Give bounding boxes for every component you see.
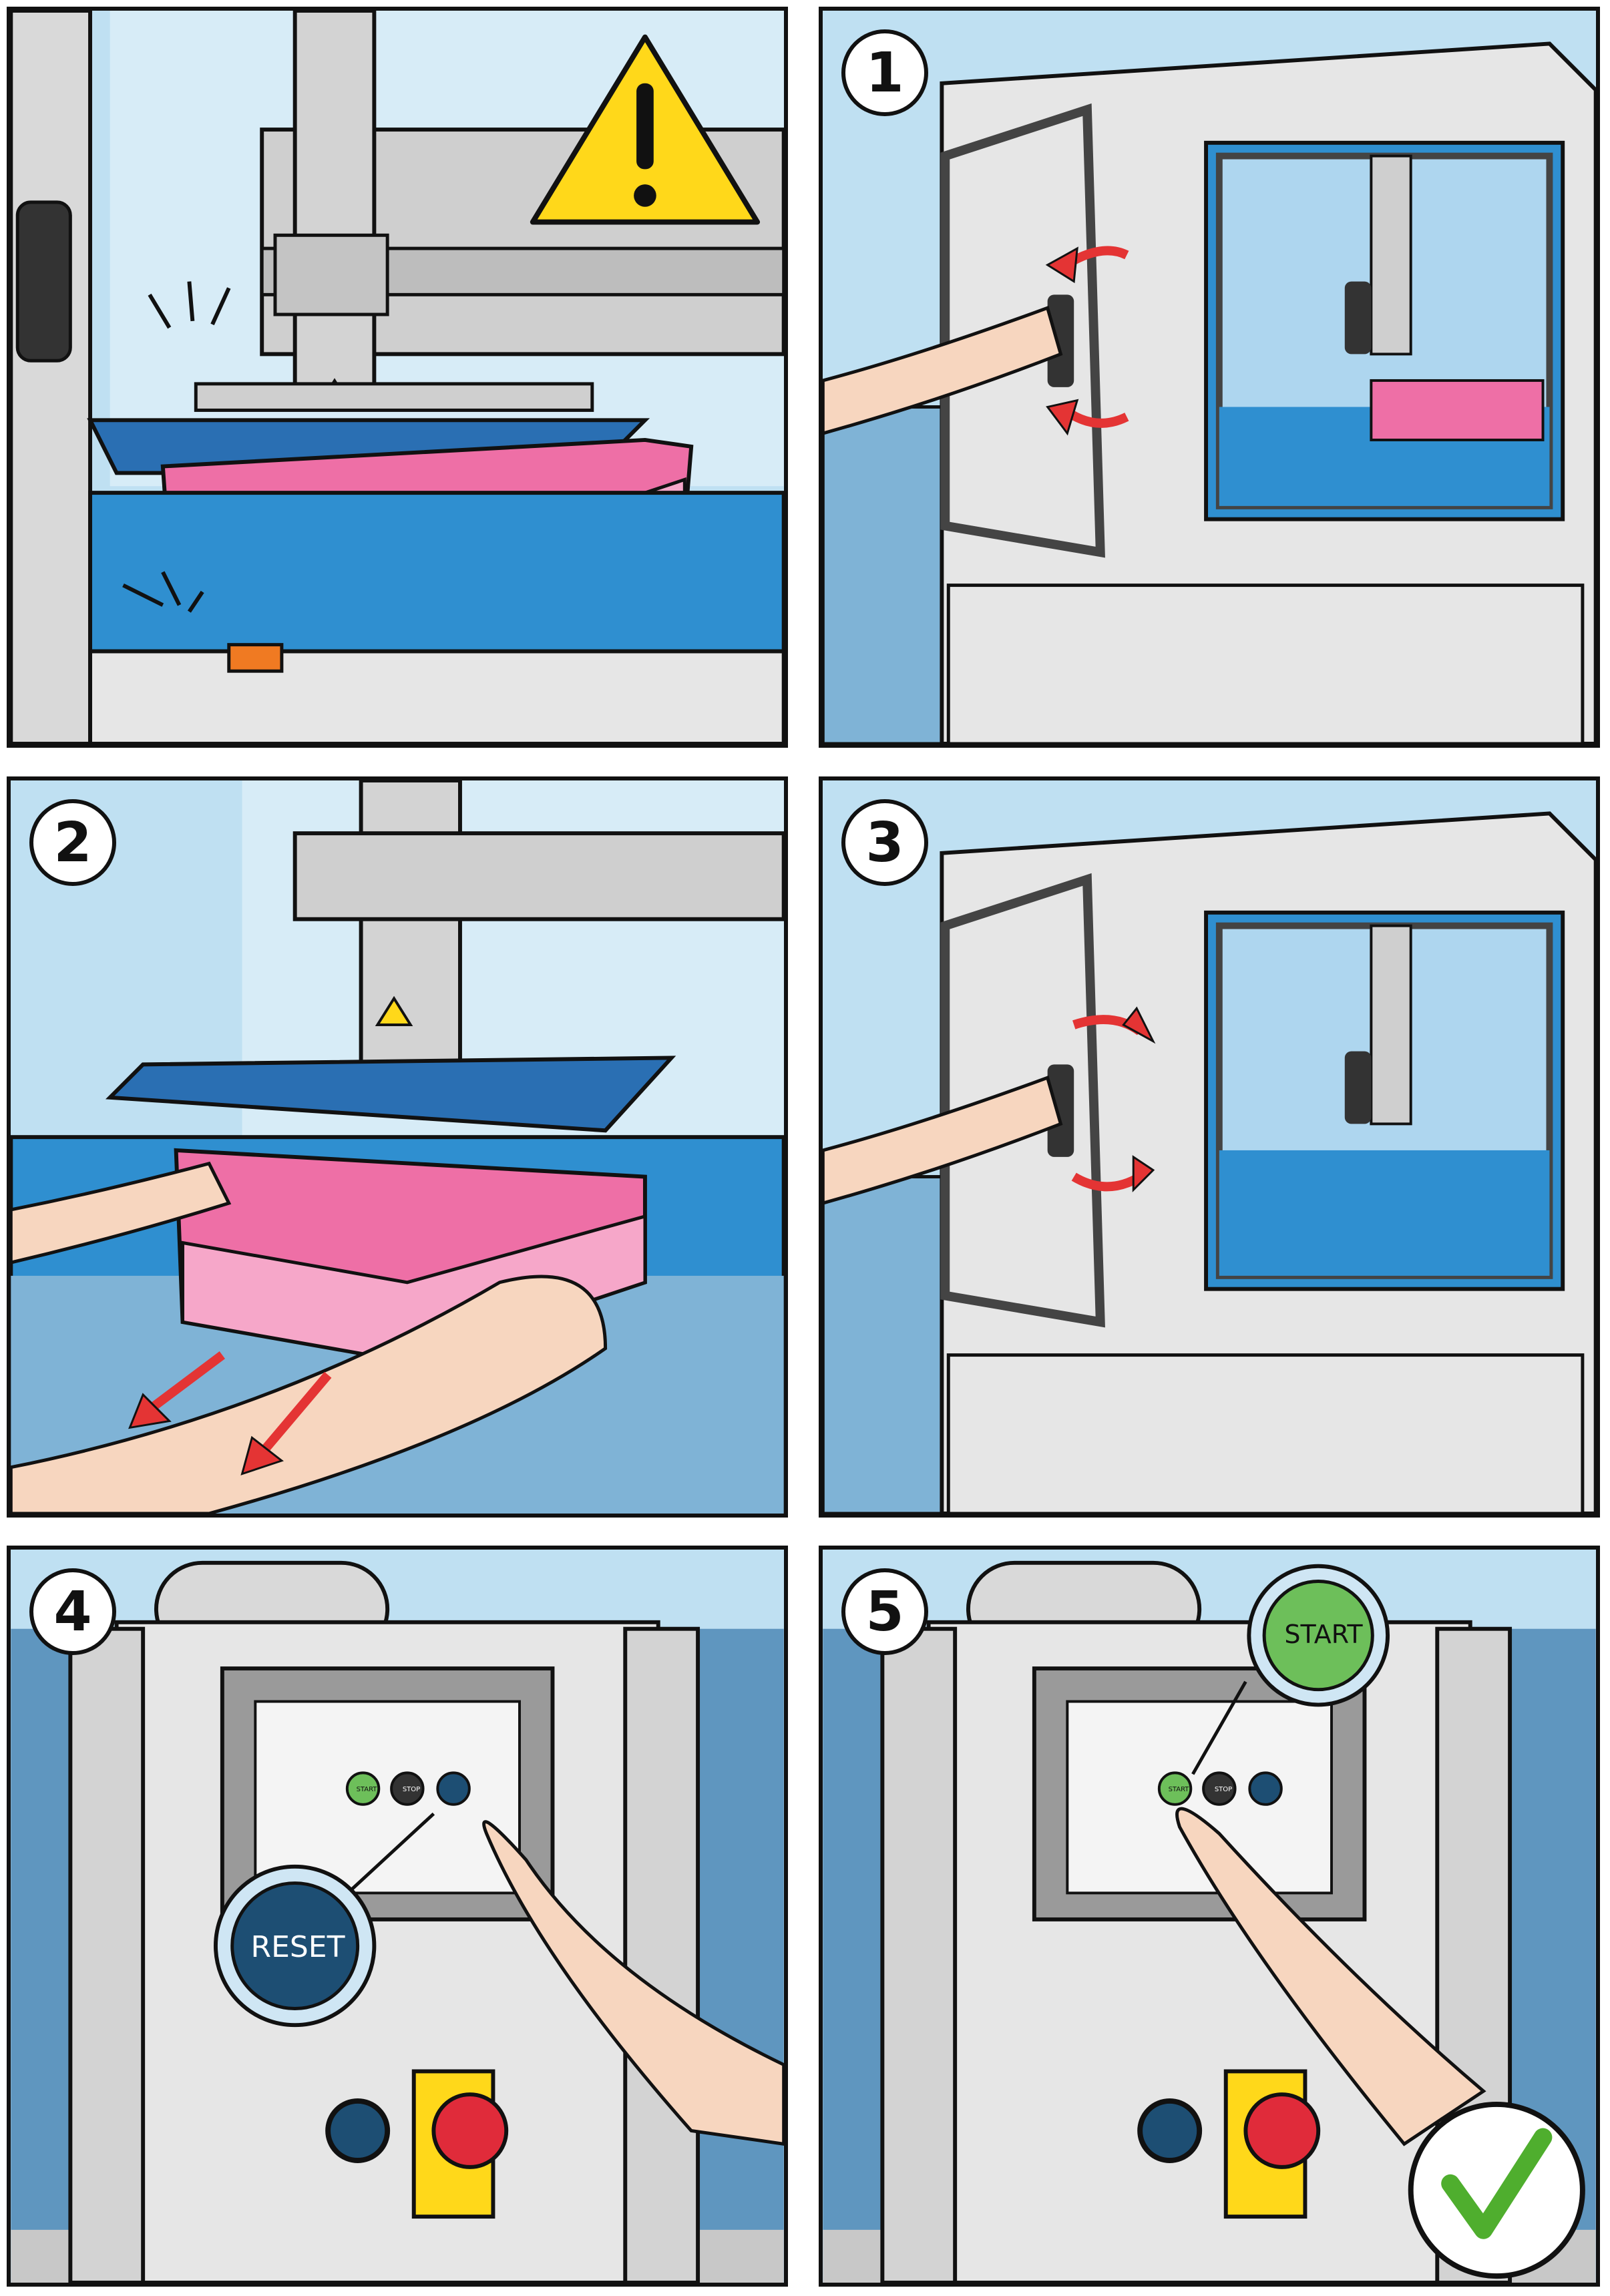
screen-start-button[interactable]: START (1167, 1786, 1190, 1797)
start-label: START (1168, 1786, 1189, 1793)
start-zoom-button[interactable]: START (1270, 1620, 1377, 1653)
stop-label: STOP (1214, 1786, 1233, 1793)
step-number: 4 (29, 1568, 116, 1655)
panel-step-3: 3 (819, 776, 1600, 1518)
step-number: 1 (841, 29, 928, 116)
screen-stop-button[interactable]: STOP (400, 1786, 423, 1797)
panel-step-2: 2 (7, 776, 788, 1518)
step-number: 5 (841, 1568, 928, 1655)
checkmark-icon (1408, 2101, 1585, 2279)
start-zoom-label: START (1284, 1620, 1363, 1649)
control-panel-reset (11, 1550, 784, 2283)
jam-scene (11, 11, 784, 744)
step-number: 3 (841, 799, 928, 886)
reset-zoom-button[interactable]: RESET (234, 1930, 361, 1970)
remove-box-scene (11, 780, 784, 1514)
reset-label: RESET (250, 1930, 345, 1964)
open-door-scene (823, 11, 1596, 744)
warning-icon (530, 34, 761, 225)
start-label: START (356, 1786, 377, 1793)
step-number: 2 (29, 799, 116, 886)
panel-step-4: 4 START STOP RESET (7, 1546, 788, 2287)
screen-stop-button[interactable]: STOP (1212, 1786, 1235, 1797)
panel-step-5: 5 START STOP START (819, 1546, 1600, 2287)
panel-warning (7, 7, 788, 748)
panel-step-1: 1 (819, 7, 1600, 748)
close-door-scene (823, 780, 1596, 1514)
stop-label: STOP (402, 1786, 421, 1793)
screen-start-button[interactable]: START (355, 1786, 378, 1797)
control-panel-start (823, 1550, 1596, 2283)
